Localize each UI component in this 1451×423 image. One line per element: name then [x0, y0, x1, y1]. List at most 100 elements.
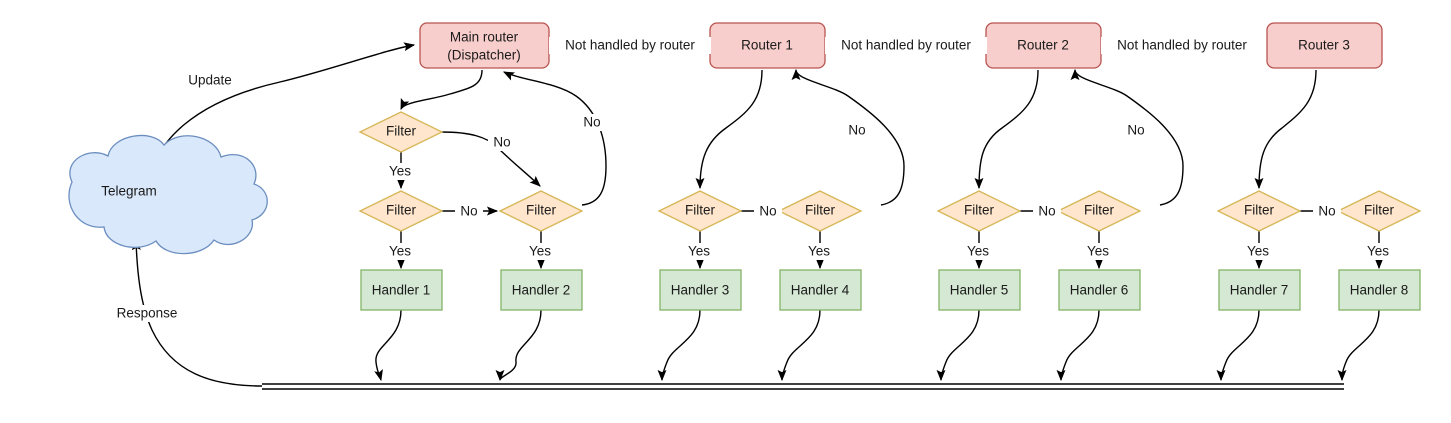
label-bg-yes-6	[962, 243, 994, 260]
label-bg-no-r1-back	[843, 122, 871, 139]
node-handler-7[interactable]: Handler 7	[1218, 269, 1301, 311]
label-bg-yes-2	[384, 243, 416, 260]
label-bg-yes-9	[1362, 243, 1394, 260]
edge-handler-4-to-bus	[777, 309, 821, 382]
filter-top-main-label: Filter	[386, 124, 417, 139]
handler-3-label: Handler 3	[671, 283, 730, 298]
node-telegram[interactable]: Telegram	[68, 134, 268, 255]
router-1-label: Router 1	[741, 38, 793, 53]
node-filter-6[interactable]: Filter	[1056, 190, 1142, 232]
filter-7-label: Filter	[1244, 203, 1275, 218]
edge-router-1-to-filter-3	[695, 69, 763, 190]
edge-label-yes-4: Yes	[688, 244, 710, 259]
router-3-box	[1266, 22, 1383, 69]
label-bg-no-r2-back	[1122, 122, 1150, 139]
edge-label-yes-2: Yes	[389, 244, 411, 259]
filter-5-diamond	[936, 190, 1022, 232]
label-bg-not-handled-2	[825, 37, 987, 54]
node-handler-6[interactable]: Handler 6	[1058, 269, 1141, 311]
filter-3-label: Filter	[685, 203, 716, 218]
filter-5-label: Filter	[964, 203, 995, 218]
label-bg-no-main-mid	[455, 203, 483, 220]
edge-label-yes-6: Yes	[967, 244, 989, 259]
edge-label-not-handled-2: Not handled by router	[841, 38, 971, 53]
label-bg-response	[108, 305, 186, 322]
node-filter-3[interactable]: Filter	[657, 190, 743, 232]
node-handler-5[interactable]: Handler 5	[938, 269, 1021, 311]
handler-7-box	[1218, 269, 1301, 311]
cloud-icon	[68, 134, 268, 255]
edge-label-no-main-mid: No	[460, 204, 477, 219]
handler-4-label: Handler 4	[791, 283, 850, 298]
filter-6-diamond	[1056, 190, 1142, 232]
label-bg-yes-3	[524, 243, 556, 260]
router-2-label: Router 2	[1017, 38, 1069, 53]
node-handler-1[interactable]: Handler 1	[360, 269, 443, 311]
handler-5-box	[938, 269, 1021, 311]
edge-label-no-main-top: No	[493, 135, 510, 150]
edge-router-3-to-filter-7	[1254, 69, 1317, 190]
filter-top-main-diamond	[358, 111, 444, 153]
filter-1-label: Filter	[386, 203, 417, 218]
edge-mainrouter-to-filter-top	[400, 69, 483, 111]
main-router-label-line1: Main router	[450, 30, 519, 45]
handler-6-box	[1058, 269, 1141, 311]
filter-2-diamond	[498, 190, 584, 232]
label-bg-yes-1	[384, 163, 416, 180]
edge-handler-3-to-bus	[657, 309, 701, 382]
edge-label-yes-7: Yes	[1087, 244, 1109, 259]
handler-3-box	[659, 269, 742, 311]
filter-7-diamond	[1216, 190, 1302, 232]
edge-label-not-handled-1: Not handled by router	[565, 38, 695, 53]
node-filter-5[interactable]: Filter	[936, 190, 1022, 232]
handler-6-label: Handler 6	[1070, 283, 1129, 298]
node-router-1[interactable]: Router 1	[709, 22, 826, 69]
edge-label-no-r1-mid: No	[759, 204, 776, 219]
node-filter-1[interactable]: Filter	[358, 190, 444, 232]
edge-handler-6-to-bus	[1056, 309, 1100, 382]
node-handler-3[interactable]: Handler 3	[659, 269, 742, 311]
filter-6-label: Filter	[1084, 203, 1115, 218]
label-bg-yes-8	[1242, 243, 1274, 260]
node-filter-7[interactable]: Filter	[1216, 190, 1302, 232]
main-router-label-line2: (Dispatcher)	[447, 48, 521, 63]
edge-label-no-main-back: No	[583, 115, 600, 130]
router-3-label: Router 3	[1298, 38, 1350, 53]
node-handler-8[interactable]: Handler 8	[1338, 269, 1421, 311]
label-bg-yes-5	[803, 243, 835, 260]
handler-7-label: Handler 7	[1230, 283, 1289, 298]
filter-2-label: Filter	[526, 203, 557, 218]
handler-4-box	[779, 269, 862, 311]
node-handler-2[interactable]: Handler 2	[500, 269, 583, 311]
node-filter-top-main[interactable]: Filter	[358, 111, 444, 153]
handler-8-label: Handler 8	[1350, 283, 1409, 298]
filter-8-label: Filter	[1364, 203, 1395, 218]
node-filter-8[interactable]: Filter	[1336, 190, 1422, 232]
edge-filter-2-no-to-mainrouter	[502, 71, 607, 206]
edge-label-no-r2-back: No	[1127, 123, 1144, 138]
edge-handler-5-to-bus	[936, 309, 980, 382]
edge-label-yes-3: Yes	[529, 244, 551, 259]
edge-filter-4-no-to-router-1	[791, 68, 905, 206]
node-main-router[interactable]: Main router (Dispatcher)	[419, 22, 550, 69]
telegram-label: Telegram	[101, 184, 157, 199]
node-filter-4[interactable]: Filter	[777, 190, 863, 232]
node-router-3[interactable]: Router 3	[1266, 22, 1383, 69]
node-filter-2[interactable]: Filter	[498, 190, 584, 232]
handler-2-box	[500, 269, 583, 311]
label-bg-not-handled-3	[1101, 37, 1263, 54]
node-router-2[interactable]: Router 2	[985, 22, 1102, 69]
label-bg-update	[182, 72, 238, 89]
edge-handler-1-to-bus	[374, 309, 402, 382]
edge-label-no-r2-mid: No	[1038, 204, 1055, 219]
edge-filter-6-no-to-router-2	[1070, 68, 1184, 206]
handler-1-box	[360, 269, 443, 311]
node-handler-4[interactable]: Handler 4	[779, 269, 862, 311]
edge-label-no-r3-mid: No	[1318, 204, 1335, 219]
filter-3-diamond	[657, 190, 743, 232]
edge-label-yes-8: Yes	[1247, 244, 1269, 259]
edge-label-yes-9: Yes	[1367, 244, 1389, 259]
handler-5-label: Handler 5	[950, 283, 1009, 298]
edge-label-yes-1: Yes	[389, 164, 411, 179]
